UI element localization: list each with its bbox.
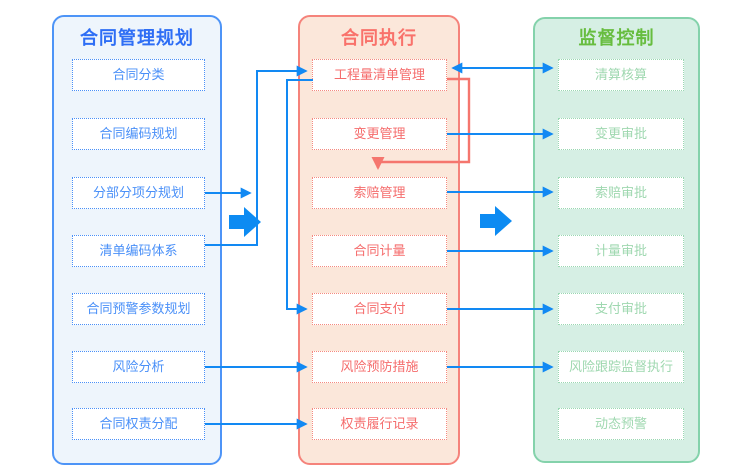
node-change-management: 变更管理 — [312, 118, 447, 150]
node-contract-classification: 合同分类 — [72, 59, 205, 91]
node-claim-management: 索赔管理 — [312, 177, 447, 209]
node-division-subitem-planning: 分部分项分规划 — [72, 177, 205, 209]
node-dynamic-warning: 动态预警 — [558, 408, 684, 440]
node-list-coding-system: 清单编码体系 — [72, 235, 205, 267]
node-settlement-accounting: 清算核算 — [558, 59, 684, 91]
execution-column-title: 合同执行 — [341, 28, 417, 48]
node-responsibility-performance-record: 权责履行记录 — [312, 408, 447, 440]
stage-arrow-execution-to-supervision-icon — [480, 206, 512, 236]
stage-arrow-planning-to-execution-icon — [229, 207, 261, 237]
node-contract-warning-parameter-planning: 合同预警参数规划 — [72, 293, 205, 325]
node-contract-measurement: 合同计量 — [312, 235, 447, 267]
node-claim-approval: 索赔审批 — [558, 177, 684, 209]
node-boq-management: 工程量清单管理 — [312, 59, 447, 91]
node-contract-responsibility-allocation: 合同权责分配 — [72, 408, 205, 440]
node-risk-prevention-measures: 风险预防措施 — [312, 351, 447, 383]
node-payment-approval: 支付审批 — [558, 293, 684, 325]
node-contract-payment: 合同支付 — [312, 293, 447, 325]
supervision-column-title: 监督控制 — [578, 28, 655, 48]
node-change-approval: 变更审批 — [558, 118, 684, 150]
planning-column-title: 合同管理规划 — [80, 28, 194, 48]
node-risk-tracking-supervision-execution: 风险跟踪监督执行 — [558, 351, 684, 383]
node-risk-analysis: 风险分析 — [72, 351, 205, 383]
node-contract-coding-planning: 合同编码规划 — [72, 118, 205, 150]
node-measurement-approval: 计量审批 — [558, 235, 684, 267]
